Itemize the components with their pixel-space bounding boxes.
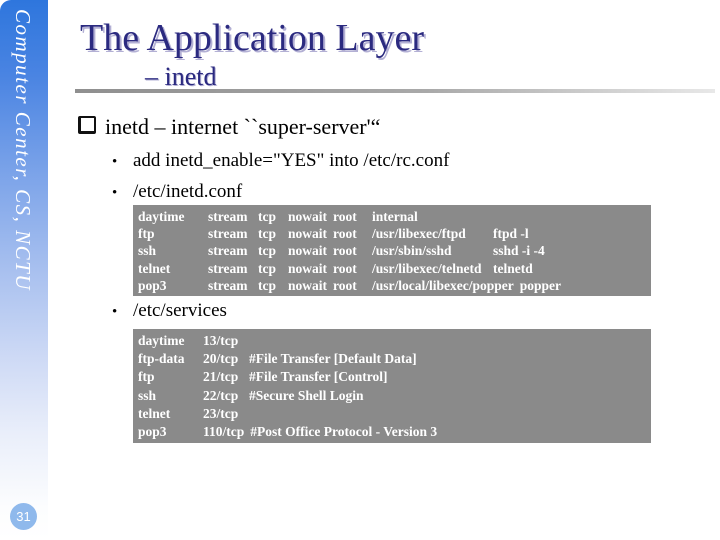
code-row: pop3 stream tcp nowait root/usr/local/libexe…: [138, 277, 651, 294]
comment-cell: #Secure Shell Login: [249, 387, 364, 403]
sub-bullet-inetdconf: • /etc/inetd.conf: [112, 181, 242, 203]
comment-cell: #File Transfer [Control]: [249, 369, 388, 385]
cmd-cell: popper: [519, 277, 562, 293]
proto-cell: tcp: [258, 226, 276, 242]
socket-cell: stream: [208, 243, 248, 259]
name-cell: telnet: [138, 405, 171, 421]
cmd-cell: ftpd -l: [493, 226, 529, 242]
code-row: telnet 23/tcp: [138, 405, 651, 423]
socket-cell: stream: [208, 209, 248, 224]
title-divider: [75, 89, 715, 93]
port-cell: 22/tcp: [203, 387, 239, 403]
services-code-block: daytime 13/tcp ftp-data 20/tcp #File Transf…: [133, 329, 651, 443]
code-row: ssh stream tcp nowait root/usr/sbin/sshd sshd…: [138, 242, 651, 259]
sidebar: Computer Center, CS, NCTU: [0, 0, 48, 540]
port-cell: 21/tcp: [203, 369, 239, 385]
path-cell: /usr/libexec/ftpd: [372, 226, 466, 242]
proto-cell: tcp: [258, 260, 276, 276]
sub-bullet-label: add inetd_enable="YES" into /etc/rc.conf: [133, 150, 450, 171]
code-row: daytime 13/tcp: [138, 332, 651, 350]
sub-bullet-rcconf: • add inetd_enable="YES" into /etc/rc.co…: [112, 150, 449, 172]
sub-bullet-label: /etc/services: [133, 300, 227, 321]
dot-bullet-icon: •: [112, 304, 118, 320]
dot-bullet-icon: •: [112, 185, 118, 201]
comment-cell: #File Transfer [Default Data]: [249, 351, 417, 367]
socket-cell: stream: [208, 260, 248, 276]
user-cell: root: [333, 277, 357, 293]
slide-subtitle: – inetd: [145, 62, 217, 91]
path-cell: internal: [372, 209, 418, 224]
socket-cell: stream: [208, 277, 248, 293]
code-row: pop3 110/tcp #Post Office Protocol - Versi…: [138, 423, 651, 441]
port-cell: 23/tcp: [203, 405, 239, 421]
port-cell: 110/tcp: [203, 424, 245, 440]
user-cell: root: [333, 260, 357, 276]
wait-cell: nowait: [288, 277, 328, 293]
sub-bullet-label: /etc/inetd.conf: [133, 181, 243, 202]
name-cell: ftp-data: [138, 351, 185, 367]
service-cell: pop3: [138, 277, 167, 293]
code-row: ftp stream tcp nowait root/usr/libexec/ftpd f…: [138, 225, 651, 242]
name-cell: pop3: [138, 424, 167, 440]
port-cell: 20/tcp: [203, 351, 239, 367]
path-cell: /usr/sbin/sshd: [372, 243, 452, 259]
user-cell: root: [333, 226, 357, 242]
name-cell: daytime: [138, 333, 185, 348]
port-cell: 13/tcp: [203, 333, 239, 348]
page-number-badge: 31: [10, 503, 37, 530]
checkbox-bullet-icon: [78, 116, 96, 134]
path-cell: /usr/local/libexec/popper: [372, 277, 514, 293]
comment-cell: #Post Office Protocol - Version 3: [250, 424, 438, 440]
name-cell: ssh: [138, 387, 157, 403]
main-bullet-label: inetd – internet ``super-server'“: [105, 114, 381, 139]
code-row: ftp 21/tcp #File Transfer [Control]: [138, 368, 651, 386]
wait-cell: nowait: [288, 243, 328, 259]
proto-cell: tcp: [258, 209, 276, 224]
code-row: ftp-data 20/tcp #File Transfer [Default Da…: [138, 350, 651, 368]
wait-cell: nowait: [288, 260, 328, 276]
service-cell: daytime: [138, 209, 185, 224]
proto-cell: tcp: [258, 243, 276, 259]
slide-title: The Application Layer: [80, 17, 424, 59]
code-row: telnet stream tcp nowait root/usr/libexec/te…: [138, 260, 651, 277]
service-cell: ssh: [138, 243, 157, 259]
service-cell: ftp: [138, 226, 155, 242]
dot-bullet-icon: •: [112, 154, 118, 170]
sidebar-vertical-label: Computer Center, CS, NCTU: [11, 9, 35, 291]
socket-cell: stream: [208, 226, 248, 242]
wait-cell: nowait: [288, 209, 328, 224]
cmd-cell: sshd -i -4: [493, 243, 545, 259]
user-cell: root: [333, 209, 357, 224]
path-cell: /usr/libexec/telnetd: [372, 260, 482, 276]
cmd-cell: telnetd: [493, 260, 533, 276]
name-cell: ftp: [138, 369, 155, 385]
main-bullet: inetd – internet ``super-server'“: [78, 114, 380, 140]
user-cell: root: [333, 243, 357, 259]
wait-cell: nowait: [288, 226, 328, 242]
proto-cell: tcp: [258, 277, 276, 293]
inetd-conf-code-block: daytime stream tcp nowait root internal ftp st…: [133, 205, 651, 296]
sub-bullet-services: • /etc/services: [112, 300, 227, 322]
code-row: ssh 22/tcp #Secure Shell Login: [138, 387, 651, 405]
code-row: daytime stream tcp nowait root internal: [138, 208, 651, 225]
service-cell: telnet: [138, 260, 171, 276]
